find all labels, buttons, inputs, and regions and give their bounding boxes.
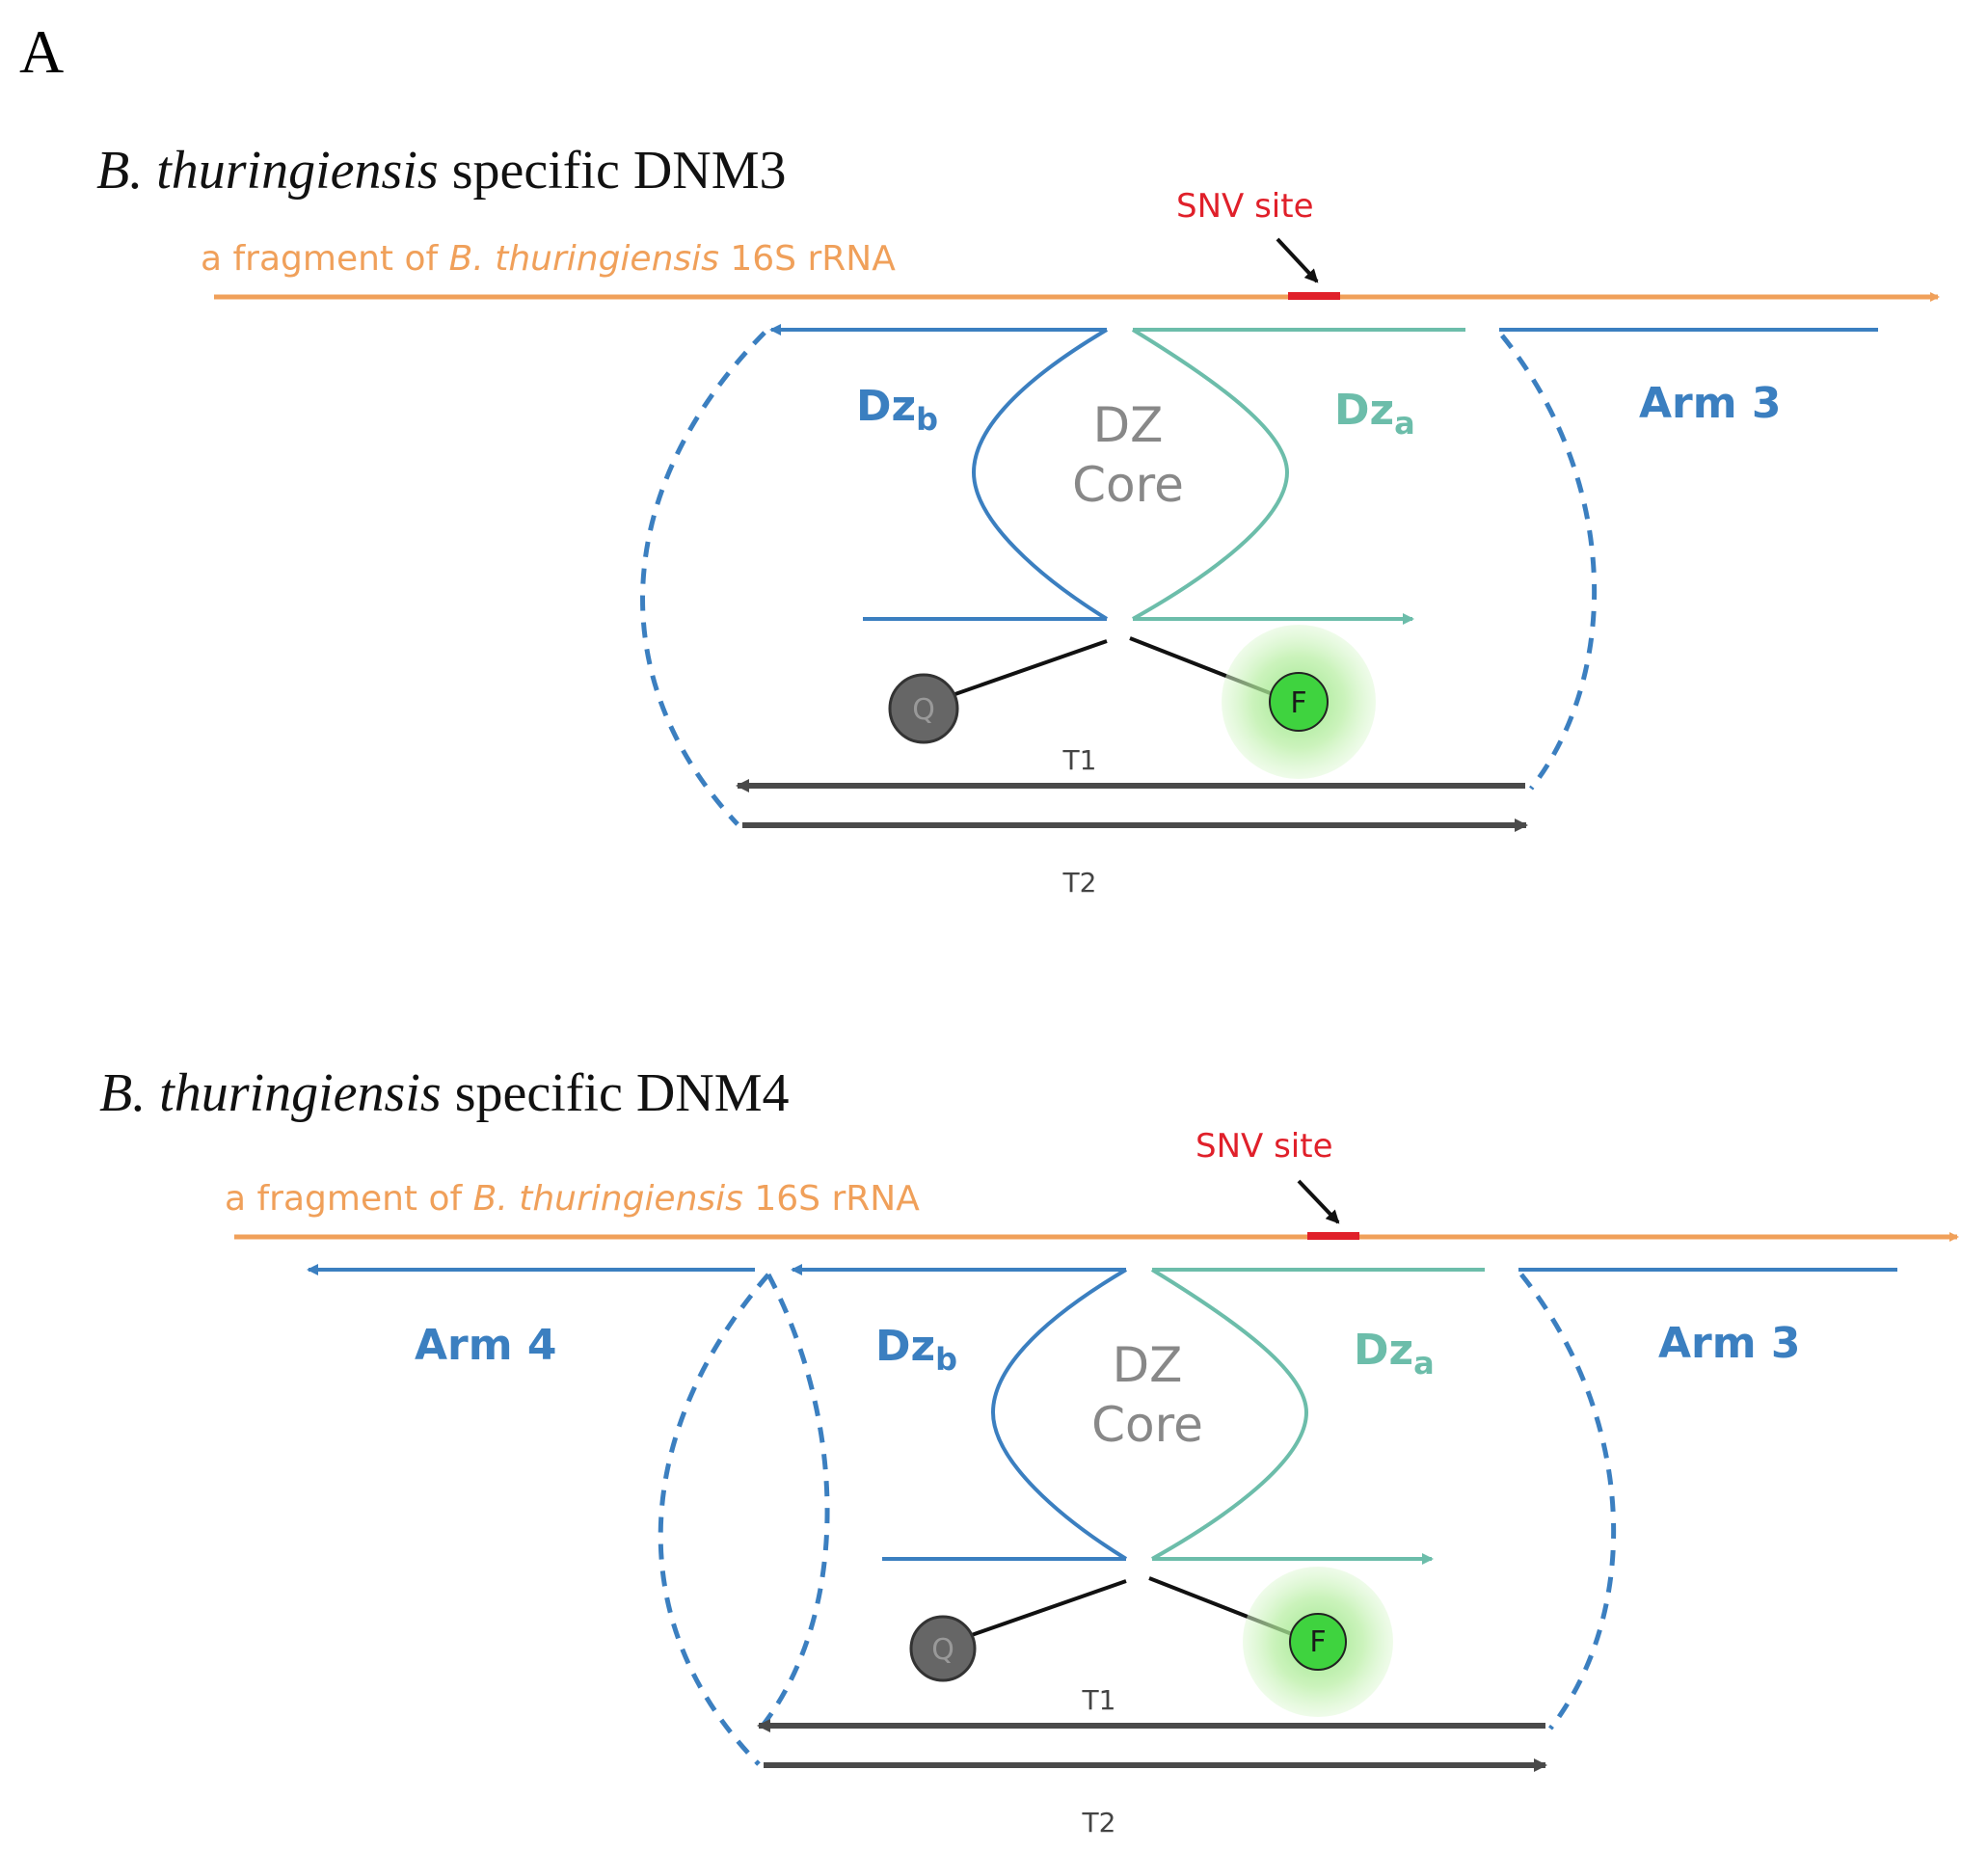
arm4-label: Arm 4 (415, 1321, 557, 1370)
fluorophore-circle (1269, 672, 1329, 732)
dz-core-label-line1: DZ (1113, 1337, 1183, 1393)
quencher-linker (968, 1579, 1127, 1638)
t1-label: T1 (1082, 1684, 1116, 1716)
quencher-linker (949, 639, 1108, 698)
snv-site-label: SNV site (1195, 1127, 1333, 1166)
dzb-core-loop (990, 1268, 1128, 1561)
snv-pointer-arrow (1276, 237, 1319, 283)
quencher-label: Q (931, 1633, 954, 1667)
target-strand-label: a fragment of B. thuringiensis 16S rRNA (225, 1179, 920, 1219)
quencher-circle (888, 673, 959, 744)
t1-label: T1 (1062, 744, 1097, 776)
dza-label: Dza (1334, 386, 1415, 442)
panel-title: B. thuringiensis specific DNM4 (99, 1063, 790, 1123)
t2-label: T2 (1062, 867, 1097, 899)
dz-core-label-line1: DZ (1093, 397, 1164, 453)
panel-letter: A (19, 17, 64, 86)
left-outer-dashed-linker (658, 1273, 770, 1766)
fluorophore-label: F (1290, 686, 1306, 720)
left-inner-dashed-linker (757, 1273, 830, 1732)
snv-pointer-arrow (1297, 1179, 1340, 1224)
dz-core-label-line2: Core (1072, 457, 1184, 513)
dzb-core-loop (971, 328, 1109, 621)
panel-dnm3: B. thuringiensis specific DNM3 a fragmen… (96, 141, 1940, 899)
dza-label: Dza (1354, 1326, 1435, 1382)
arm3-label: Arm 3 (1658, 1319, 1801, 1368)
dz-core-label-line2: Core (1091, 1397, 1203, 1453)
snv-site-label: SNV site (1176, 187, 1314, 226)
panel-dnm4: B. thuringiensis specific DNM4 a fragmen… (99, 1063, 1959, 1838)
dza-core-loop (1131, 328, 1290, 621)
dzb-label: Dzb (875, 1322, 957, 1378)
left-dashed-linker (640, 331, 766, 826)
t2-label: T2 (1082, 1807, 1116, 1838)
arm3-label: Arm 3 (1639, 379, 1782, 428)
panel-title: B. thuringiensis specific DNM3 (96, 141, 787, 201)
quencher-circle (909, 1615, 977, 1682)
fluorophore-label: F (1309, 1625, 1326, 1659)
dza-core-loop (1150, 1268, 1309, 1561)
fluorophore-circle (1289, 1613, 1347, 1671)
right-dashed-linker (1500, 334, 1598, 791)
dzb-label: Dzb (856, 382, 938, 438)
target-strand-label: a fragment of B. thuringiensis 16S rRNA (201, 239, 896, 279)
quencher-label: Q (912, 693, 935, 727)
right-dashed-linker (1519, 1273, 1617, 1730)
